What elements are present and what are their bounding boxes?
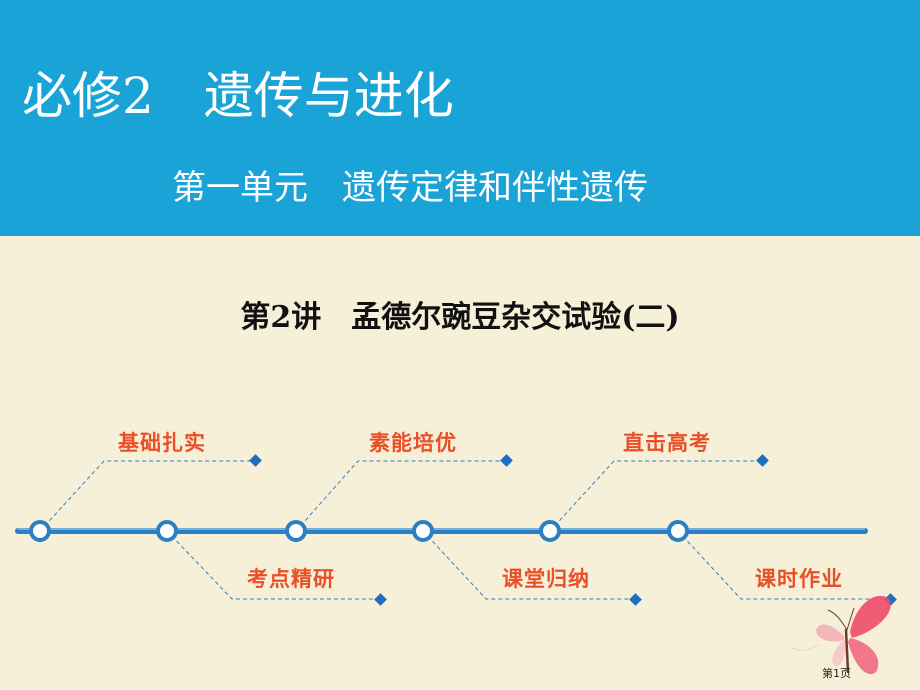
timeline-node-icon [156,520,178,542]
butterfly-icon [791,595,891,675]
timeline-node-icon [412,520,434,542]
nav-link-homework[interactable]: 课时作业 [755,567,843,591]
connector-bottom-3 [677,530,891,600]
timeline-node-icon [539,520,561,542]
nav-link-key-points[interactable]: 考点精研 [247,567,335,591]
title-banner: 必修2 遗传与进化 第一单元 遗传定律和伴性遗传 [0,0,920,236]
timeline-node-icon [667,520,689,542]
connector-bottom-2 [422,530,636,600]
timeline-node-icon [285,520,307,542]
diamond-marker-icon [374,593,387,606]
course-title: 必修2 遗传与进化 [22,67,454,125]
diamond-marker-icon [756,454,769,467]
connector-bottom-1 [166,530,381,600]
diamond-marker-icon [629,593,642,606]
nav-link-summary[interactable]: 课堂归纳 [502,567,590,591]
lecture-title: 第2讲 孟德尔豌豆杂交试验(二) [240,300,680,335]
connector-top-3 [549,460,763,532]
nav-link-competency[interactable]: 素能培优 [369,431,457,455]
diamond-marker-icon [249,454,262,467]
nav-link-exam[interactable]: 直击高考 [623,431,711,455]
page-number: 第1页 [822,667,851,680]
diamond-marker-icon [500,454,513,467]
unit-title: 第一单元 遗传定律和伴性遗传 [172,168,648,208]
nav-link-basics[interactable]: 基础扎实 [118,431,206,455]
connector-top-2 [295,460,507,532]
timeline-node-icon [29,520,51,542]
connector-top-1 [39,460,256,532]
